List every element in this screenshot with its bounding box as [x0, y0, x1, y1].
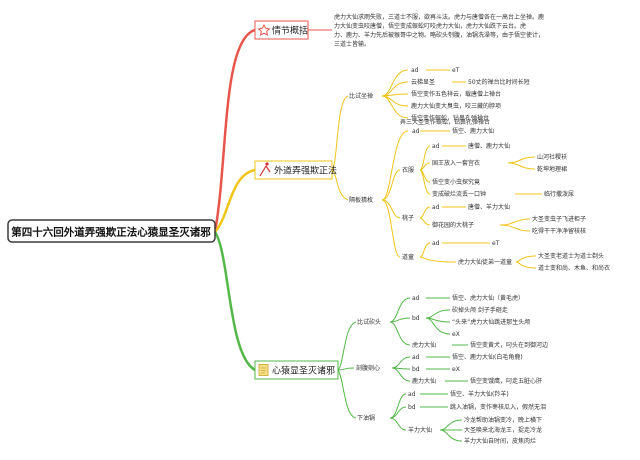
node-label: bd: [412, 366, 420, 373]
node-label: 悟空变作蜈蚣，钻鼻孔弹禅台: [411, 114, 489, 122]
figure-icon: [259, 162, 271, 177]
node-label: 虎力大仙徒弟一道童: [458, 258, 512, 266]
node-label: 大圣唤来北海龙王，捉走冷龙: [464, 426, 542, 434]
node-label: 大圣变虫子飞进柜子: [532, 215, 586, 223]
node-label: 变成破烂流丢一口钟: [432, 190, 486, 198]
star-icon: [257, 23, 271, 36]
node-label: eX: [452, 331, 460, 338]
node-label: 临行撒泼尿: [544, 190, 574, 198]
node-label: 50丈的禅台比时间长短: [468, 78, 530, 86]
green-connectors: [337, 297, 468, 442]
node-label: bd: [412, 315, 420, 322]
node-label: ad: [412, 295, 420, 302]
node-label: 羊力大仙自时间，皮焦肉烂: [464, 437, 536, 445]
branch-summary: 情节概括: [254, 20, 309, 40]
node-label: 大圣变老道士为道士剃头: [538, 252, 604, 260]
svg-text:三道士皆输。: 三道士皆输。: [334, 40, 370, 48]
node-label: 虎力大仙: [412, 341, 436, 349]
node-label: ad: [412, 354, 420, 361]
node-label: 隔板猜枚: [349, 196, 373, 204]
node-label: bd: [408, 404, 416, 411]
yellow-connectors: [331, 69, 542, 269]
connector-yellow: [214, 168, 256, 233]
node-label: 唐僧、鹿力大仙: [468, 142, 510, 150]
node-label: 山河社稷袄: [537, 153, 567, 161]
node-label: 悟空、羊力大仙(羚羊): [450, 390, 509, 398]
svg-text:力、鹿力、羊力先后被猴哥中之物。略砍头刳腹，油锅洗澡等，由于: 力、鹿力、羊力先后被猴哥中之物。略砍头刳腹，油锅洗澡等，由于悟空使计，: [334, 31, 544, 39]
svg-text:虎力大仙求雨失败，三道士不服，欲再斗法。虎力与唐僧各在一高台: 虎力大仙求雨失败，三道士不服，欲再斗法。虎力与唐僧各在一高台上坐禅。鹿: [334, 13, 544, 21]
branch-victory: 心猿显圣灭诸邪: [254, 360, 339, 380]
branch-label: 情节概括: [272, 25, 308, 37]
node-label: ad: [411, 67, 419, 74]
node-label: “头来”虎力大仙跳进那生头颅: [452, 318, 530, 326]
node-label: eX: [452, 366, 460, 373]
node-label: 剖腹剜心: [356, 364, 380, 372]
node-label: 御花园的大桃子: [432, 221, 474, 229]
node-label: 国王放入一套宫衣: [432, 159, 480, 167]
node-label: eT: [492, 240, 500, 247]
node-label: 砍掉头颅 剑子手砸走: [452, 306, 508, 314]
node-label: ad: [432, 240, 440, 247]
document-icon: [258, 364, 269, 376]
victory-labels: 比试砍头 ad 悟空、虎力大仙（黄毛虎） bd 砍掉头颅 剑子手砸走 “头来”虎…: [356, 294, 548, 445]
branch-label: 心猿显圣灭诸邪: [272, 365, 335, 377]
node-label: 鹿力大仙变大臭虫，咬三藏的脖项: [411, 102, 501, 110]
node-label: 悟空变黄犬，叼头在到御河边: [470, 341, 548, 349]
node-label: 桃子: [402, 214, 414, 222]
node-label: 道童: [402, 253, 414, 261]
node-label: eT: [452, 67, 460, 74]
node-label: ad: [432, 143, 440, 150]
node-label: 悟空、鹿力大仙: [452, 127, 494, 135]
node-label: 下油锅: [357, 414, 375, 422]
node-label: 悟空变饿鹰，叼走五脏心肝: [470, 377, 542, 385]
node-label: 比试砍头: [357, 318, 381, 326]
connector-red: [213, 28, 256, 233]
node-label: 比试坐禅: [349, 92, 373, 100]
main-connectors: [213, 28, 256, 372]
node-label: ad: [412, 128, 420, 135]
node-label: 乾坤地理裙: [537, 165, 567, 173]
node-label: 唐僧、羊力大仙: [468, 203, 510, 211]
node-label: 悟空、虎力大仙（黄毛虎）: [452, 294, 524, 302]
node-label: 悟空变作五色祥云，载唐僧上禅台: [411, 90, 501, 98]
branch-label: 外道弄强欺正法: [274, 165, 337, 177]
node-label: 吃得干干净净留核核: [532, 227, 586, 235]
node-label: ad: [432, 204, 440, 211]
node-label: 鹿力大仙: [412, 377, 436, 385]
heresy-labels: 比试坐禅 ad eT 云梯显圣 50丈的禅台比时间长短 悟空变作五色祥云，载唐僧…: [349, 67, 610, 272]
node-label: 弄三大圣变作蜈蚣，钻鼻孔弹禅台: [400, 118, 490, 126]
node-label: 道士变和尚、木鱼、和尚衣: [538, 264, 610, 272]
node-label: 悟空变小虫探究竟: [432, 178, 480, 186]
connector-green: [213, 231, 256, 372]
summary-text: 虎力大仙求雨失败，三道士不服，欲再斗法。虎力与唐僧各在一高台上坐禅。鹿 力大仙变…: [334, 13, 544, 48]
node-label: 跳入油锅，变作枣核瓜入，假然无泪: [450, 403, 546, 411]
root-node-label: 第四十六回外道弄强欺正法心猿显圣灭诸邪: [11, 226, 211, 239]
node-label: 云梯显圣: [411, 78, 435, 86]
branch-heresy: 外道弄强欺正法: [254, 160, 337, 180]
root-node-box: [7, 219, 216, 243]
node-label: ad: [408, 391, 416, 398]
node-label: 悟空、鹿力大仙(白毛角鹿): [452, 353, 523, 361]
node-label: 羊力大仙: [408, 426, 432, 434]
svg-text:力大仙变虫咬唐僧，悟空变成蜈蚣叮咬虎力大仙，虎力大仙跌下云台: 力大仙变虫咬唐僧，悟空变成蜈蚣叮咬虎力大仙，虎力大仙跌下云台。虎: [334, 22, 526, 30]
node-label: 冷龙帮助油锅变冷，晚上横下: [464, 416, 542, 424]
node-label: 衣服: [402, 166, 414, 174]
